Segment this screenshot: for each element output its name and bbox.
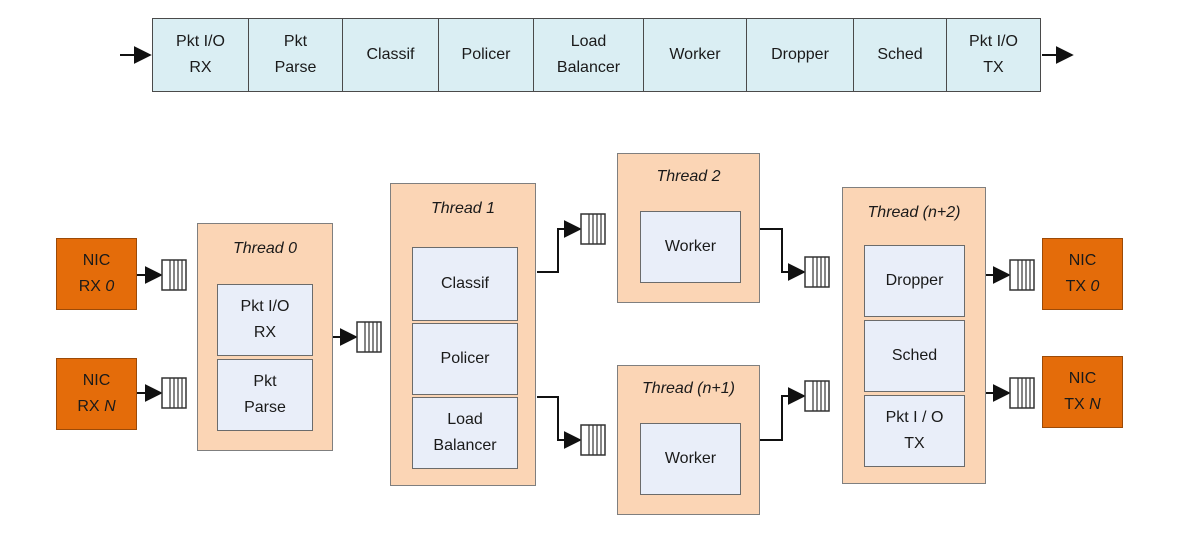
stage-label: Pkt I/O [969,33,1018,50]
queue-icon-tn2-bottom [804,380,830,412]
nic-rx-n: NIC RX N [56,358,137,430]
stage-sched: Sched [864,320,965,392]
nic-label: NIC [82,252,111,269]
stage-pkt-io-tx: Pkt I / O TX [864,395,965,467]
thread-title: Thread (n+1) [642,380,735,397]
thread-title: Thread 1 [430,200,496,217]
pipeline-stage-sched: Sched [853,18,947,92]
pipeline-stage-pkt-io-tx: Pkt I/O TX [946,18,1041,92]
stage-label: Worker [669,46,721,63]
queue-icon-tn2-top [804,256,830,288]
stage-label: Pkt I/O [240,298,290,315]
stage-worker: Worker [640,423,741,495]
stage-label: Worker [664,450,717,467]
nic-tx-0: NIC TX 0 [1042,238,1123,310]
queue-icon-tx0 [1009,259,1035,291]
pipeline-stage-dropper: Dropper [746,18,854,92]
stage-label: Balancer [433,437,497,454]
nic-port-index: 0 [1090,278,1100,295]
nic-label: NIC [1068,252,1097,269]
queue-icon-tn1 [580,424,606,456]
nic-port-index: N [1089,396,1101,413]
queue-icon-t2 [580,213,606,245]
pipeline-stage-policer: Policer [438,18,534,92]
nic-port-index: N [104,398,116,415]
wire-lb-tn1 [537,396,582,449]
stage-label: Parse [244,399,286,416]
stage-label: RX [189,59,212,76]
stage-label: RX [253,324,277,341]
stage-label: Dropper [771,46,829,63]
nic-port-prefix: TX [1065,278,1087,295]
stage-classif: Classif [412,247,518,321]
stage-label: Pkt [283,33,308,50]
stage-label: Load [570,33,607,50]
stage-label: TX [983,59,1004,76]
queue-icon-rx0 [161,259,187,291]
stage-label: Pkt I/O [176,33,225,50]
pipeline-stage-classif: Classif [342,18,439,92]
wire-classif-t2 [537,220,582,273]
stage-label: Dropper [885,272,944,289]
pipeline-stage-worker: Worker [643,18,747,92]
stage-label: TX [904,435,925,452]
stage-label: Policer [440,350,490,367]
nic-port-prefix: RX [78,278,101,295]
wire-tn1-tn2 [760,387,806,441]
stage-label: Classif [366,46,415,63]
nic-port-prefix: TX [1064,396,1085,413]
stage-label: Worker [664,238,717,255]
queue-icon-rxN [161,377,187,409]
stage-label: Sched [877,46,923,63]
stage-label: Parse [274,59,317,76]
thread-title: Thread 2 [656,168,721,185]
nic-port-prefix: RX [77,398,100,415]
stage-label: Policer [461,46,511,63]
stage-dropper: Dropper [864,245,965,317]
nic-rx-0: NIC RX 0 [56,238,137,310]
stage-label: Pkt I / O [885,409,944,426]
thread-title: Thread (n+2) [867,204,961,221]
queue-icon-t1 [356,321,382,353]
stage-pkt-io-rx: Pkt I/O RX [217,284,313,356]
stage-label: Balancer [556,59,621,76]
stage-label: Pkt [253,373,277,390]
stage-label: Load [447,411,483,428]
nic-tx-n: NIC TX N [1042,356,1123,428]
nic-label: NIC [82,372,111,389]
stage-label: Sched [891,347,938,364]
stage-policer: Policer [412,323,518,395]
pipeline-stage-pkt-io-rx: Pkt I/O RX [152,18,249,92]
stage-worker: Worker [640,211,741,283]
stage-label: Classif [440,275,489,292]
nic-label: NIC [1068,370,1097,387]
nic-port-index: 0 [105,278,115,295]
thread-n-plus-1: Thread (n+1) Worker [617,365,760,515]
thread-n-plus-2: Thread (n+2) Dropper Sched Pkt I / O TX [842,187,986,484]
thread-2: Thread 2 Worker [617,153,760,303]
queue-icon-txN [1009,377,1035,409]
thread-title: Thread 0 [232,240,298,257]
wire-t2-tn2 [760,228,806,281]
